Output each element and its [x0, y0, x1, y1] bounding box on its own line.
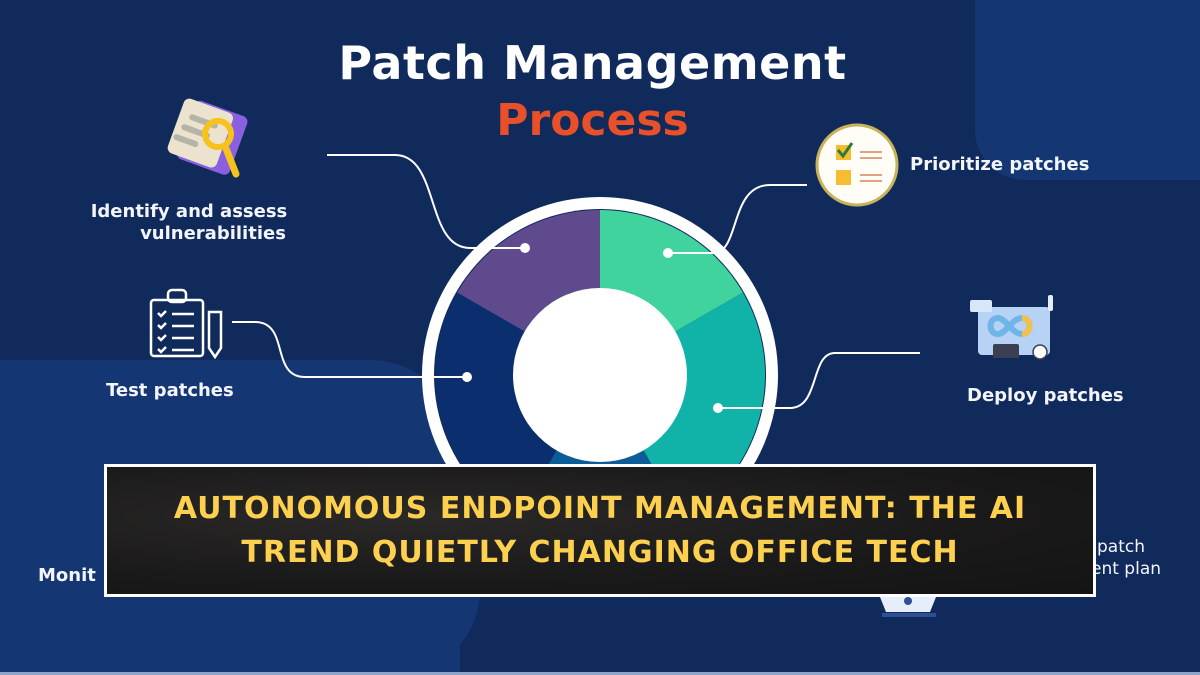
background-panel-top-right	[975, 0, 1200, 180]
devops-infinity-icon	[970, 295, 1053, 360]
step-label-prioritize: Prioritize patches	[910, 154, 1090, 175]
segment-deploy	[600, 292, 766, 518]
segment-test	[434, 292, 600, 518]
background-panel-bottom	[0, 590, 480, 675]
step-label-line: vulnerabilities	[140, 223, 286, 244]
step-label-test: Test patches	[106, 380, 234, 401]
plan-icon	[880, 597, 936, 617]
headline-line-1: AUTONOMOUS ENDPOINT MANAGEMENT: THE AI	[173, 490, 1027, 526]
clipboard-pencil-icon	[149, 288, 223, 360]
infographic-title: Patch Management	[338, 36, 847, 90]
step-label-monitor: Monit	[38, 565, 96, 586]
magnifier-document-icon	[167, 98, 248, 178]
headline-line-2: TREND QUIETLY CHANGING OFFICE TECH	[241, 534, 959, 570]
article-headline-banner: AUTONOMOUS ENDPOINT MANAGEMENT: THE AI T…	[104, 464, 1096, 597]
bottom-border	[0, 672, 1200, 675]
step-label-line: ent plan	[1091, 559, 1162, 579]
checklist-badge-icon	[815, 123, 899, 207]
step-label-identify: Identify and assess vulnerabilities	[88, 201, 290, 245]
step-label-plan: patch ent plan	[1091, 536, 1161, 580]
step-label-line: patch	[1097, 537, 1145, 557]
step-label-line: Identify and assess	[90, 201, 288, 222]
step-label-deploy: Deploy patches	[967, 385, 1124, 406]
infographic-subtitle: Process	[496, 95, 689, 146]
wheel-hub	[513, 288, 687, 462]
